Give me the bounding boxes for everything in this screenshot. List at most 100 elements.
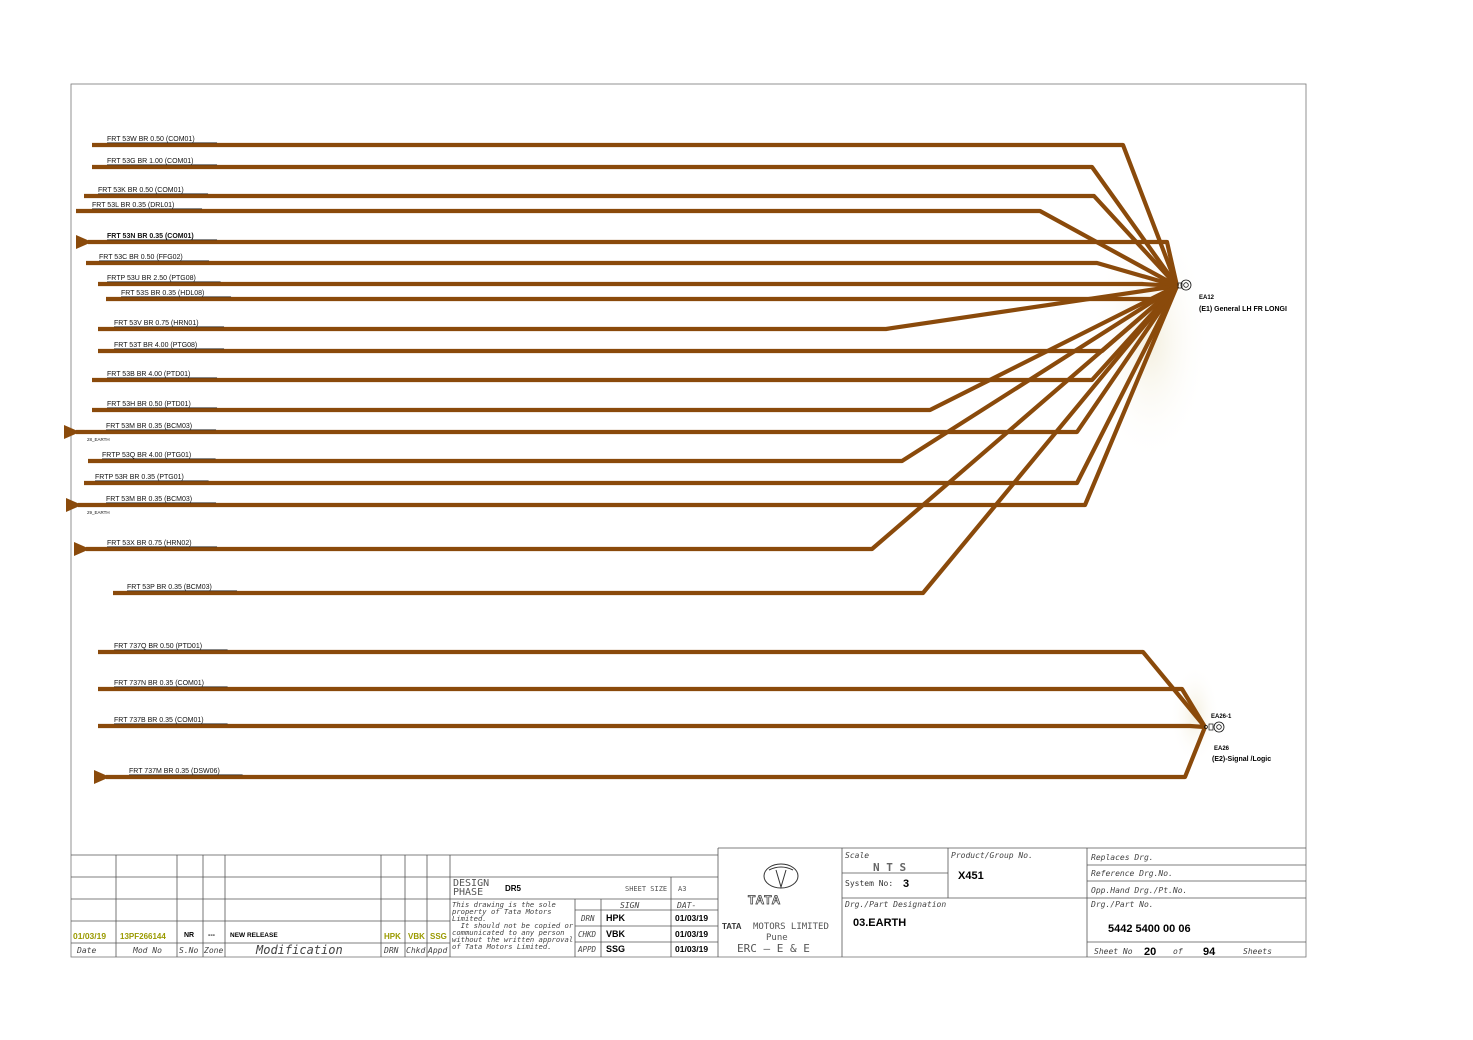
wire-arrow-icon [94, 770, 110, 784]
total-sheets-value: 94 [1203, 946, 1216, 958]
wire-label: FRT 53N BR 0.35 (COM01) [107, 233, 194, 240]
design-phase-value: DR5 [505, 884, 522, 893]
wire-label: FRT 53T BR 4.00 (PTG08) [114, 342, 197, 349]
wire-line[interactable] [92, 142, 1179, 287]
tata-logo-icon [763, 863, 799, 889]
design-phase-label-1: DESIGN [453, 878, 489, 889]
design-phase-label-2: PHASE [453, 887, 483, 898]
wire-label: FRT 53L BR 0.35 (DRL01) [92, 202, 174, 209]
sheet-no-value: 20 [1144, 946, 1156, 958]
company-dept: ERC — E & E [737, 942, 810, 955]
ground-ea26[interactable] [1204, 721, 1225, 733]
hdr-drn: DRN [383, 946, 399, 955]
wire-line[interactable] [98, 281, 1178, 289]
signer-appd-date: 01/03/19 [675, 944, 708, 954]
wire-arrow-icon [76, 235, 92, 249]
wire-line[interactable] [78, 285, 1179, 508]
connector-pin-icon [1204, 725, 1208, 729]
wire-line[interactable] [86, 260, 1178, 289]
wire-note: 28_EARTH [87, 437, 110, 442]
company-line: MOTORS LIMITED [753, 922, 829, 932]
ground-ring-icon [1180, 279, 1192, 291]
wire-label: FRT 53H BR 0.50 (PTD01) [107, 401, 191, 408]
ground-lug [1177, 282, 1183, 289]
wire-arrow-icon [64, 425, 80, 439]
wire-label: FRT 53V BR 0.75 (HRN01) [114, 320, 199, 327]
property-line-2: property of Tata Motors [452, 907, 552, 916]
sheet-of-label: of [1173, 947, 1183, 956]
wire-line[interactable] [86, 284, 1179, 552]
signer-drn-name: HPK [606, 913, 626, 923]
signer-chkd-date: 01/03/19 [675, 929, 708, 939]
hdr-date: Date [76, 946, 96, 955]
wire-group-ea26: FRT 737Q BR 0.50 (PTD01)FRT 737N BR 0.35… [94, 643, 1207, 784]
rev-sno: NR [184, 932, 194, 939]
wire-label: FRT 737Q BR 0.50 (PTD01) [114, 643, 202, 650]
sheet-no-label: Sheet No [1094, 947, 1133, 956]
wire-label: FRT 53S BR 0.35 (HDL08) [121, 290, 204, 297]
signer-drn-role: DRN [580, 914, 595, 923]
wire-line[interactable] [76, 208, 1179, 288]
wire-label: FRT 737B BR 0.35 (COM01) [114, 717, 204, 724]
wire-line[interactable] [88, 239, 1180, 287]
system-no-value: 3 [903, 878, 909, 890]
wire-arrow-icon [66, 498, 82, 512]
wire-label: FRT 53B BR 4.00 (PTD01) [107, 371, 190, 378]
sheet-size-value: A3 [678, 885, 686, 893]
property-line-7: of Tata Motors Limited. [452, 942, 552, 951]
wire-line[interactable] [98, 686, 1207, 729]
wire-line[interactable] [98, 649, 1207, 729]
product-group-label: Product/Group No. [951, 851, 1033, 860]
sheet-border [70, 83, 1307, 958]
wire-label: FRT 53P BR 0.35 (BCM03) [127, 584, 212, 591]
ground-ring-inner [1216, 724, 1222, 730]
wire-line[interactable] [98, 723, 1206, 730]
sheets-label: Sheets [1243, 947, 1272, 956]
rev-mod-no: 13PF266144 [120, 932, 166, 941]
ground-ring-icon [1213, 721, 1225, 733]
wire-line[interactable] [98, 283, 1178, 332]
wire-line[interactable] [88, 284, 1179, 464]
wire-label: FRT 53K BR 0.50 (COM01) [98, 187, 184, 194]
rev-date: 01/03/19 [73, 931, 106, 941]
hdr-mod-no: Mod No [132, 946, 162, 955]
wire-line[interactable] [98, 284, 1179, 354]
company-city: Pune [766, 933, 788, 943]
company-wordmark: TATA [748, 893, 781, 907]
wire-line[interactable] [76, 284, 1179, 435]
wire-line[interactable] [106, 726, 1207, 780]
ground-ea12-id: EA12 [1199, 295, 1215, 301]
scale-value: N T S [873, 861, 906, 874]
wire-line[interactable] [113, 284, 1179, 596]
date-label: DAT- [676, 901, 696, 910]
ground-ea12[interactable] [1177, 279, 1192, 291]
property-line-1: This drawing is the sole [452, 900, 556, 909]
sheet-size-label: SHEET SIZE [625, 885, 667, 893]
wire-label: FRT 53M BR 0.35 (BCM03) [106, 423, 192, 430]
wire-line[interactable] [84, 285, 1179, 486]
wire-label: FRT 53M BR 0.35 (BCM03) [106, 496, 192, 503]
hdr-modification: Modification [255, 943, 343, 957]
replaces-label: Replaces Drg. [1091, 853, 1154, 862]
signer-chkd-name: VBK [606, 929, 626, 939]
hdr-sno: S.No [179, 946, 198, 955]
signer-appd-role: APPD [577, 945, 597, 954]
property-line-3: Limited. [452, 914, 487, 923]
wire-label: FRTP 53R BR 0.35 (PTG01) [95, 474, 184, 481]
ground-ea26-desc: (E2)-Signal /Logic [1212, 756, 1271, 763]
rev-zone: --- [208, 932, 216, 939]
wire-line[interactable] [106, 284, 1178, 302]
wire-line[interactable] [92, 284, 1178, 413]
wire-label: FRT 53X BR 0.75 (HRN02) [107, 540, 192, 547]
title-block [71, 847, 1306, 957]
property-line-4: It should not be copied or [452, 921, 574, 930]
wire-line[interactable] [84, 193, 1179, 288]
hdr-appd: Appd [427, 946, 447, 955]
reference-label: Reference Drg.No. [1091, 869, 1173, 878]
wire-line[interactable] [92, 164, 1179, 288]
hdr-zone: Zone [203, 946, 223, 955]
rev-chkd: VBK [408, 932, 425, 941]
wire-note: 29_EARTH [87, 510, 110, 515]
part-no-value: 5442 5400 00 06 [1108, 923, 1191, 935]
